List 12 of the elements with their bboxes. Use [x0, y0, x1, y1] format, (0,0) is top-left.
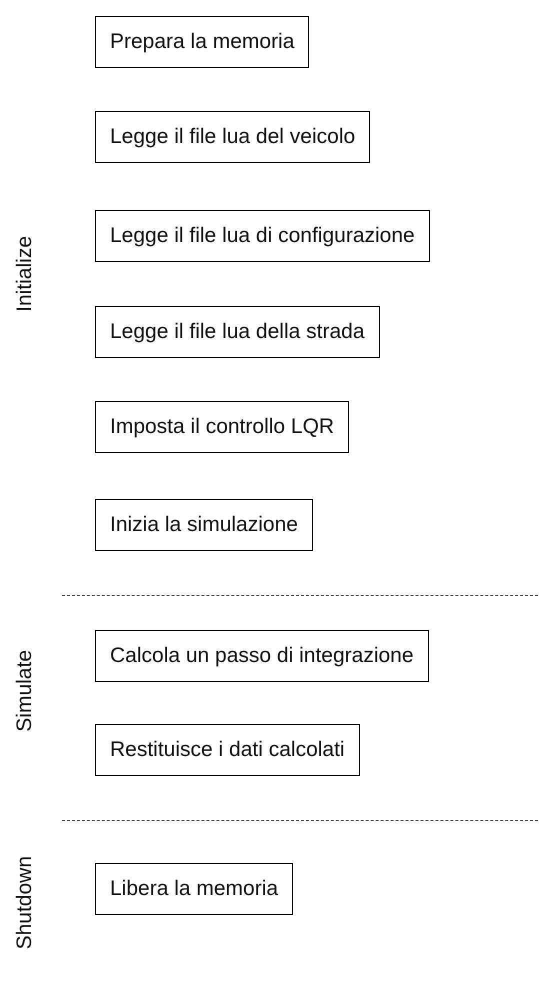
phase-label: Shutdown	[14, 856, 35, 950]
phase-label: Simulate	[14, 650, 35, 732]
process-box: Prepara la memoria	[95, 16, 310, 68]
process-box: Legge il file lua del veicolo	[95, 111, 370, 163]
process-box: Legge il file lua della strada	[95, 306, 380, 358]
process-box: Restituisce i dati calcolati	[95, 724, 360, 776]
process-box: Inizia la simulazione	[95, 499, 313, 551]
process-box: Calcola un passo di integrazione	[95, 630, 429, 682]
process-box: Libera la memoria	[95, 863, 294, 915]
process-box: Imposta il controllo LQR	[95, 401, 350, 453]
process-box: Legge il file lua di configurazione	[95, 210, 430, 262]
phase-label: Initialize	[14, 236, 35, 312]
